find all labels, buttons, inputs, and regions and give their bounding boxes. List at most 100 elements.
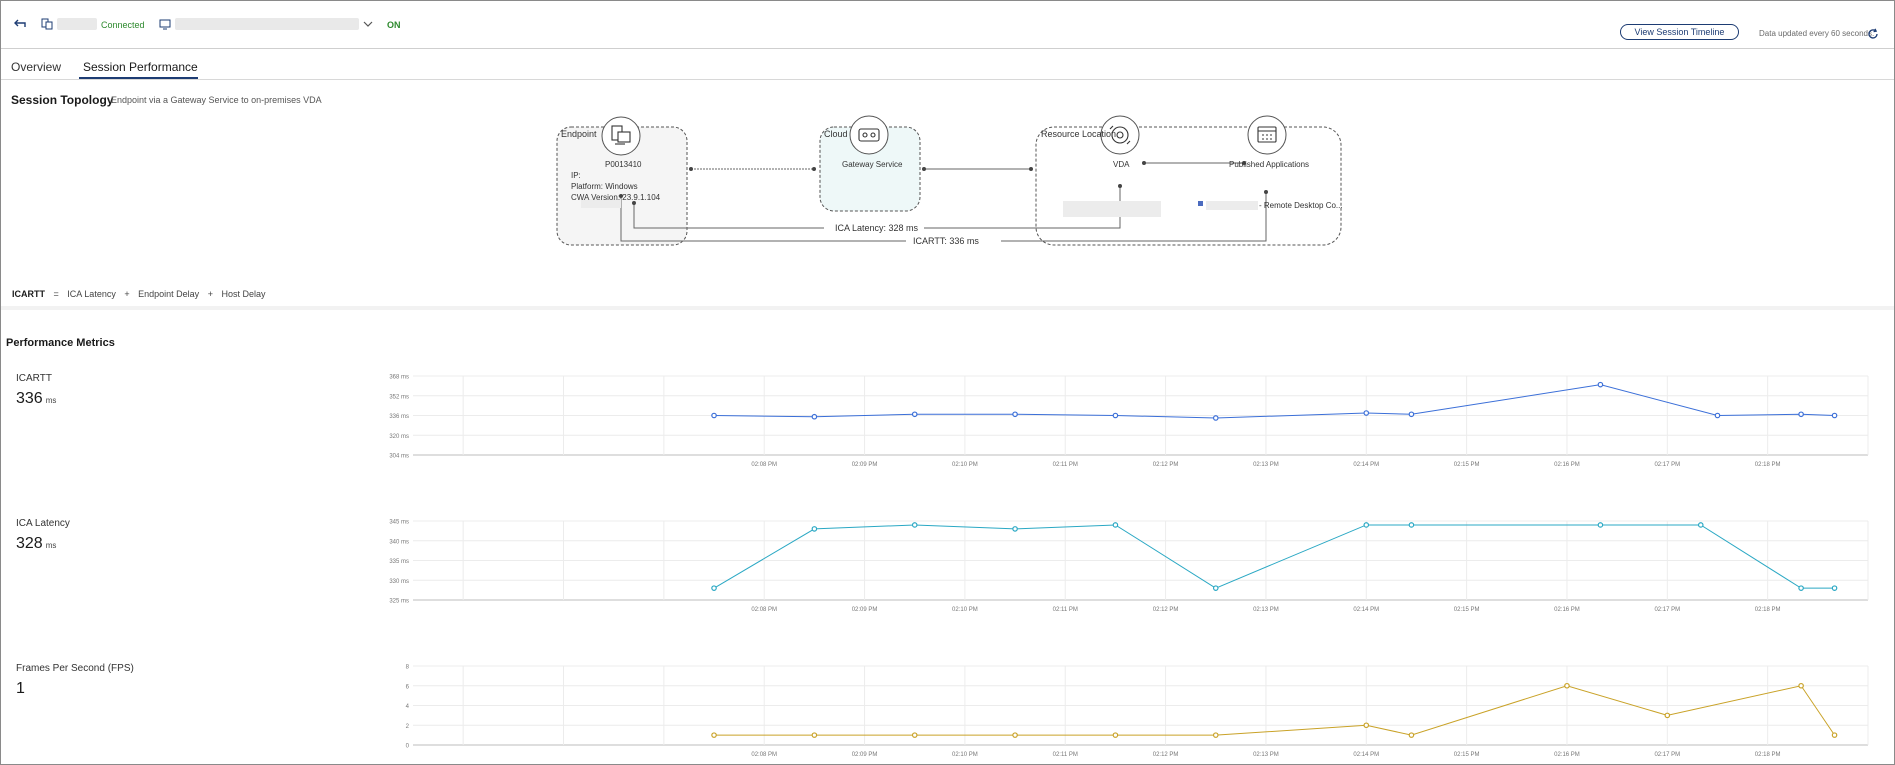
endpoint-name: P0013410 [605,160,642,169]
x-tick-label: 02:08 PM [751,752,777,758]
app-list-icon [1198,201,1203,206]
gateway-service-label: Gateway Service [842,160,903,169]
data-point [811,732,818,738]
session-header: Connected ON View Session Timeline Data … [1,1,1894,49]
published-app-name: - Remote Desktop Co... [1259,201,1343,210]
x-tick-label: 02:18 PM [1755,752,1781,758]
y-tick-label: 304 ms [389,454,409,460]
x-tick-label: 02:13 PM [1253,607,1279,613]
bracket-dot [632,201,636,205]
vda-label: VDA [1113,160,1130,169]
session-state-badge: ON [387,20,401,30]
y-tick-label: 336 ms [389,414,409,420]
bracket-dot [1264,190,1268,194]
link-dot [1029,167,1033,171]
data-point [1112,412,1119,419]
metric-name-ica-latency: ICA Latency [16,518,70,529]
topology-subtitle: Endpoint via a Gateway Service to on-pre… [111,95,322,105]
published-apps-icon [1257,126,1277,143]
x-tick-label: 02:13 PM [1253,462,1279,468]
refresh-icon[interactable] [1867,28,1879,40]
formula-host-delay: Host Delay [221,289,266,299]
redacted-vda-address [1063,201,1161,217]
data-point [1408,732,1415,738]
data-point [1408,522,1415,528]
link-dot [689,167,693,171]
metric-number: 328 [16,535,43,552]
cloud-box-title: Cloud [824,129,848,139]
x-tick-label: 02:11 PM [1053,607,1078,613]
data-point [911,732,918,738]
data-point [911,522,918,528]
y-tick-label: 2 [406,724,410,730]
formula-icartt: ICARTT [12,289,45,299]
data-point [1212,585,1219,591]
x-tick-label: 02:18 PM [1755,607,1781,613]
icartt-formula: ICARTT = ICA Latency + Endpoint Delay + … [12,288,271,300]
x-tick-label: 02:08 PM [751,607,777,613]
data-point [711,732,717,738]
data-point [1597,522,1604,528]
tab-overview[interactable]: Overview [11,60,62,74]
resource-box-title: Resource Location [1041,129,1117,139]
endpoint-devices-icon [611,125,631,145]
endpoint-ip-label: IP: [571,171,581,180]
metric-name-icartt: ICARTT [16,373,52,384]
published-apps-label: Published Applications [1229,160,1310,169]
series-line [714,685,1835,736]
y-tick-label: 320 ms [389,434,409,440]
formula-ica-latency: ICA Latency [67,289,116,299]
series-line [713,524,1835,589]
y-tick-label: 330 ms [389,579,409,585]
x-tick-label: 02:12 PM [1153,607,1179,613]
bracket-dot [619,194,623,198]
y-tick-label: 345 ms [389,520,409,526]
x-tick-label: 02:08 PM [751,462,777,468]
view-session-timeline-button[interactable]: View Session Timeline [1620,24,1739,40]
link-dot [812,167,816,171]
topology-diagram [556,115,1342,248]
endpoint-cwa-version: CWA Version: 23.9.1.104 [571,193,661,202]
data-point [1714,412,1721,419]
y-tick-label: 335 ms [389,559,409,565]
y-tick-label: 0 [406,744,410,750]
y-tick-label: 8 [406,665,410,671]
tab-session-performance[interactable]: Session Performance [83,60,198,74]
x-tick-label: 02:10 PM [952,607,978,613]
series-line [714,384,1835,419]
data-point [1597,381,1604,388]
x-tick-label: 02:17 PM [1654,607,1680,613]
y-tick-label: 340 ms [389,539,409,545]
x-tick-label: 02:14 PM [1353,607,1379,613]
chevron-down-icon[interactable] [363,19,373,29]
data-point [1831,412,1838,419]
formula-plus: + [207,289,213,299]
data-point [1798,682,1804,689]
data-point [1012,411,1018,418]
x-tick-label: 02:17 PM [1654,462,1680,468]
data-point [1112,522,1119,528]
bracket-dot [1118,184,1122,188]
ica-latency-label-bg [824,221,924,235]
metric-unit: ms [45,541,57,550]
gateway-node [849,115,889,155]
data-point [1831,732,1838,738]
data-point [811,413,818,420]
x-tick-label: 02:15 PM [1454,462,1480,468]
x-tick-label: 02:10 PM [952,752,978,758]
formula-equals: = [53,289,59,299]
x-tick-label: 02:18 PM [1755,462,1781,468]
y-tick-label: 325 ms [389,599,409,605]
data-point [711,412,717,419]
gateway-service-icon [858,128,880,142]
data-point [1564,682,1570,689]
x-tick-label: 02:09 PM [852,462,878,468]
connection-status: Connected [101,20,145,30]
endpoint-platform: Platform: Windows [571,182,638,191]
endpoint-box-title: Endpoint [561,129,597,139]
metric-number: 336 [16,390,43,407]
back-arrow-icon[interactable] [11,15,29,33]
x-tick-label: 02:16 PM [1554,752,1580,758]
data-point [1212,415,1219,421]
